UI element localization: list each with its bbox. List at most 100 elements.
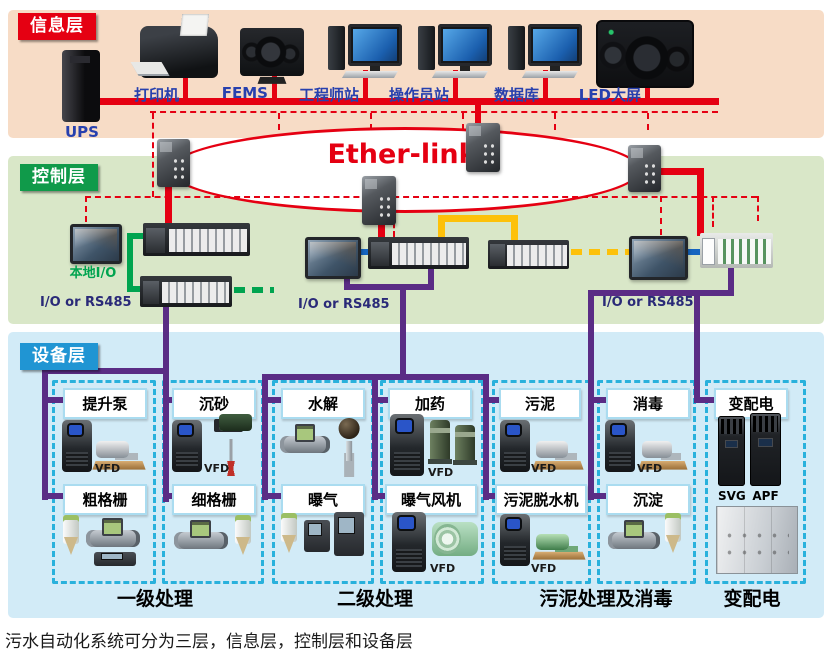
level-sensor-image (278, 512, 300, 560)
stub-g6-top (588, 397, 606, 403)
fieldbus-branch-right-horizontal (588, 290, 734, 296)
plc-rack-middle-2 (488, 240, 569, 269)
yellow-link-right-leg (511, 215, 518, 244)
label-box-sludge-dewatering: 污泥脱水机 (495, 484, 587, 515)
device-layer-badge: 设备层 (20, 343, 98, 370)
pump-image (640, 438, 686, 470)
label-box-fine-screen: 细格栅 (172, 484, 256, 515)
database-label: 数据库 (493, 86, 539, 104)
apf-cabinet-image (750, 413, 781, 486)
operator-drop-line (453, 70, 458, 98)
switchgear-photo (716, 506, 798, 574)
fieldbus-branch-left-horizontal (42, 368, 169, 374)
ups-icon (62, 50, 100, 122)
control-layer-badge: 控制层 (20, 164, 98, 191)
stub-g2-top (163, 397, 177, 403)
fieldbus-feeder-g1 (42, 368, 48, 500)
stub-g5-top (483, 397, 500, 403)
fems-label: FEMS (221, 84, 268, 102)
switch4-link-vertical (697, 168, 704, 236)
stub-g3-bottom (262, 493, 281, 499)
pump-image (534, 438, 582, 470)
vfd-drive-image (500, 420, 530, 472)
stage-label-power-distribution: 变配电 (723, 588, 781, 610)
pump-image (94, 438, 144, 470)
device-group-box-7 (705, 380, 806, 584)
flow-meter-image (280, 424, 330, 454)
yellow-dashed-extension (571, 249, 629, 255)
operator-workstation-icon (418, 24, 492, 78)
printer-label: 打印机 (133, 86, 179, 104)
vfd-label: VFD (428, 466, 454, 479)
flow-meter-image (608, 520, 660, 550)
dashed-stub-2 (370, 113, 372, 130)
fieldbus-feeder-g6 (588, 290, 594, 500)
monitor-screen (348, 24, 402, 66)
stub-g6-bottom (588, 493, 606, 499)
fieldbus-merge-mid (344, 284, 434, 290)
local-io-label: 本地I/O (69, 266, 117, 281)
dosing-pump-image (452, 425, 478, 465)
io-rs485-label-1: I/O or RS485 (40, 295, 132, 310)
green-io-link-top (127, 233, 144, 239)
plc-rack-right-green (700, 233, 773, 268)
fieldbus-drop-right (728, 264, 734, 296)
led-screen-label: LED大屏 (578, 86, 641, 104)
ethernet-bus-line (93, 98, 719, 105)
database-drop-line (543, 70, 548, 98)
hmi-panel-left (70, 224, 122, 264)
stage-label-secondary-treatment: 二级处理 (336, 588, 414, 610)
switch1-plc-link (165, 183, 172, 226)
vfd-label: VFD (531, 462, 557, 475)
control-dashed-drop-3 (660, 196, 662, 235)
ether-link-label: Ether-link (327, 139, 477, 170)
level-sensor-image (662, 512, 684, 560)
fieldbus-feeder-g7 (694, 290, 700, 402)
probe-sensor-image (336, 418, 362, 468)
fems-drop-line (272, 70, 277, 98)
label-box-grit: 沉砂 (172, 388, 256, 419)
svg-cabinet-label: SVG (718, 489, 746, 503)
switch4-link-horizontal (650, 168, 704, 175)
io-rs485-label-3: I/O or RS485 (602, 295, 694, 310)
vfd-label: VFD (204, 462, 230, 475)
stub-g7-top (694, 397, 715, 403)
ethernet-switch-icon-3 (466, 123, 500, 172)
vfd-label: VFD (430, 562, 456, 575)
vfd-label: VFD (95, 462, 121, 475)
hmi-panel-middle (305, 237, 361, 279)
device-group-box-4 (380, 380, 484, 584)
analyzer-image (304, 520, 330, 552)
monitor-screen (528, 24, 582, 66)
green-io-link-vertical (127, 233, 133, 292)
printer-icon (140, 26, 218, 78)
level-sensor-image (232, 514, 254, 562)
label-box-aeration: 曝气 (281, 484, 365, 515)
plc-rack-left-top (143, 223, 250, 256)
ether-link-ring (169, 127, 641, 213)
led-display-icon (596, 20, 694, 88)
printer-drop-line (183, 70, 188, 98)
label-box-sludge: 污泥 (499, 388, 581, 419)
device-group-box-6 (597, 380, 696, 584)
hmi-panel-right (629, 236, 688, 280)
ethernet-switch-icon-1 (157, 139, 190, 187)
io-rs485-label-2: I/O or RS485 (298, 297, 390, 312)
label-box-sedimentation: 沉淀 (606, 484, 690, 515)
cable-sensor-image (94, 552, 136, 566)
ups-label: UPS (65, 123, 99, 141)
label-box-hydrolysis: 水解 (281, 388, 365, 419)
plc-rack-left-bottom (140, 276, 232, 307)
monitor-screen (438, 24, 492, 66)
yellow-link-horizontal (438, 215, 518, 222)
information-layer-section (8, 10, 824, 138)
stub-g5-bottom (483, 493, 500, 499)
vfd-drive-image (392, 512, 426, 572)
label-box-coarse-screen: 粗格栅 (63, 484, 147, 515)
ethernet-switch-icon-2 (362, 176, 396, 225)
control-dashed-drop-4 (712, 196, 714, 227)
database-server-icon (508, 24, 582, 78)
switch2-plc-link (378, 221, 385, 241)
control-dashed-bus-line (85, 196, 757, 198)
